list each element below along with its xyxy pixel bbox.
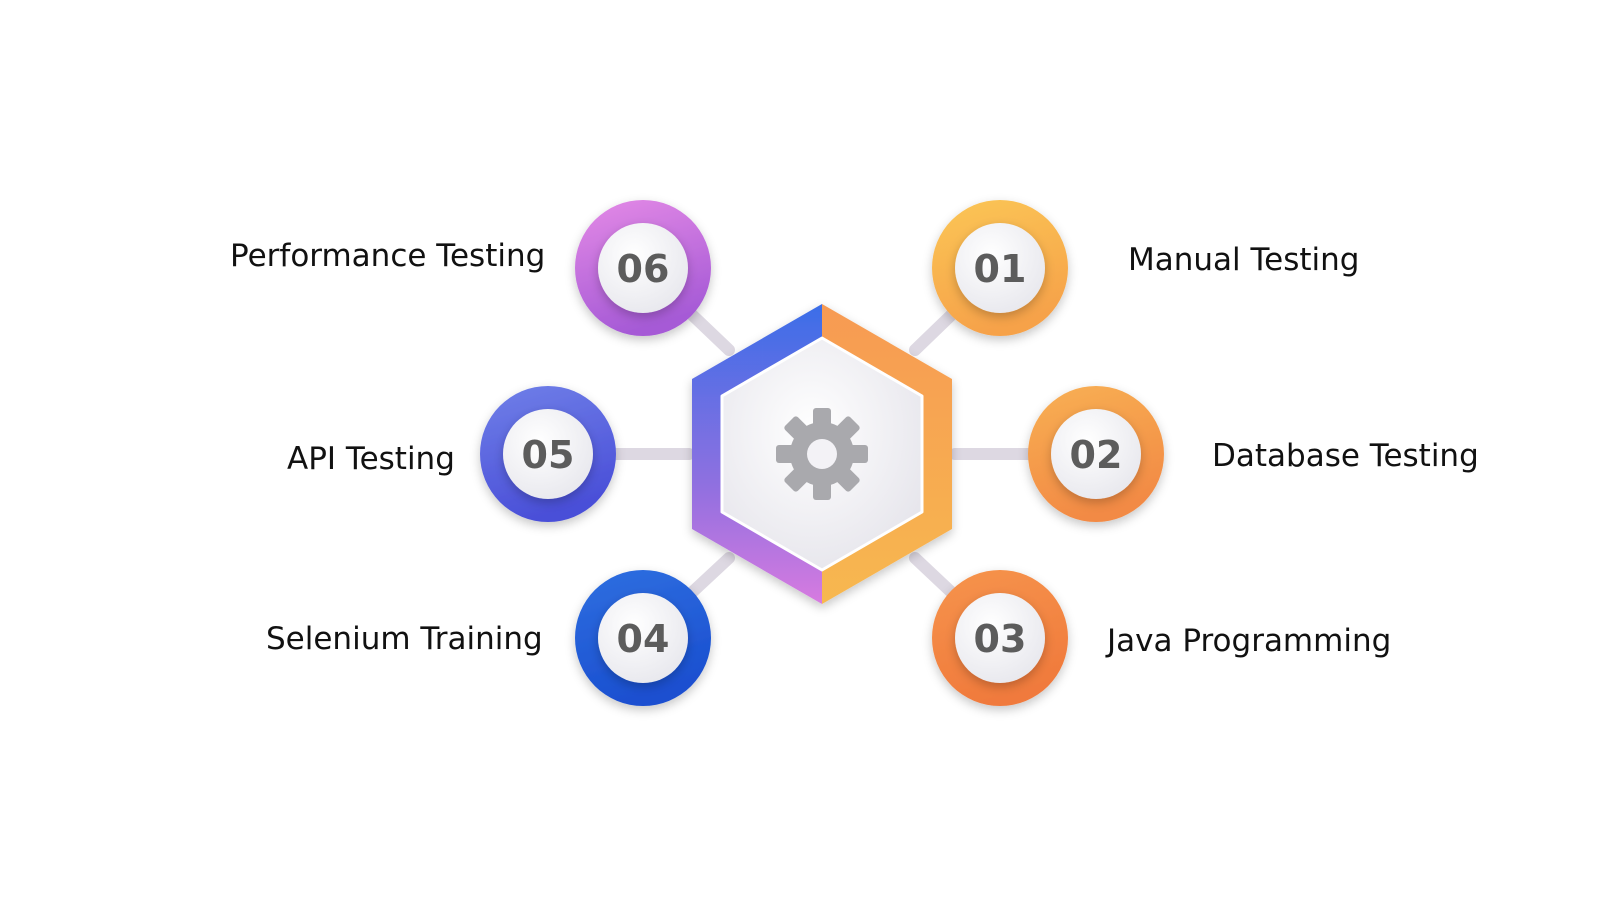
node-disc-03 xyxy=(955,593,1045,683)
node-disc-06 xyxy=(598,223,688,313)
node-number-04: 04 xyxy=(617,617,670,661)
label-api-testing: API Testing xyxy=(287,441,455,477)
node-disc-02 xyxy=(1051,409,1141,499)
topic-nodes: 01 02 03 04 05 06 xyxy=(480,200,1164,706)
node-05: 05 xyxy=(480,386,616,522)
node-disc-05 xyxy=(503,409,593,499)
node-number-01: 01 xyxy=(974,247,1027,291)
label-java-programming: Java Programming xyxy=(1107,623,1392,659)
node-number-06: 06 xyxy=(617,247,670,291)
gear-icon xyxy=(776,408,868,500)
label-selenium-training: Selenium Training xyxy=(266,621,543,657)
gear-hole xyxy=(807,439,837,469)
node-disc-01 xyxy=(955,223,1045,313)
node-06: 06 xyxy=(575,200,711,336)
node-01: 01 xyxy=(932,200,1068,336)
node-number-02: 02 xyxy=(1070,433,1123,477)
node-disc-04 xyxy=(598,593,688,683)
node-number-05: 05 xyxy=(522,433,575,477)
node-04: 04 xyxy=(575,570,711,706)
label-performance-testing: Performance Testing xyxy=(230,238,546,274)
center-hexagon xyxy=(692,304,952,604)
label-manual-testing: Manual Testing xyxy=(1128,242,1360,278)
node-03: 03 xyxy=(932,570,1068,706)
node-02: 02 xyxy=(1028,386,1164,522)
label-database-testing: Database Testing xyxy=(1212,438,1479,474)
node-number-03: 03 xyxy=(974,617,1027,661)
